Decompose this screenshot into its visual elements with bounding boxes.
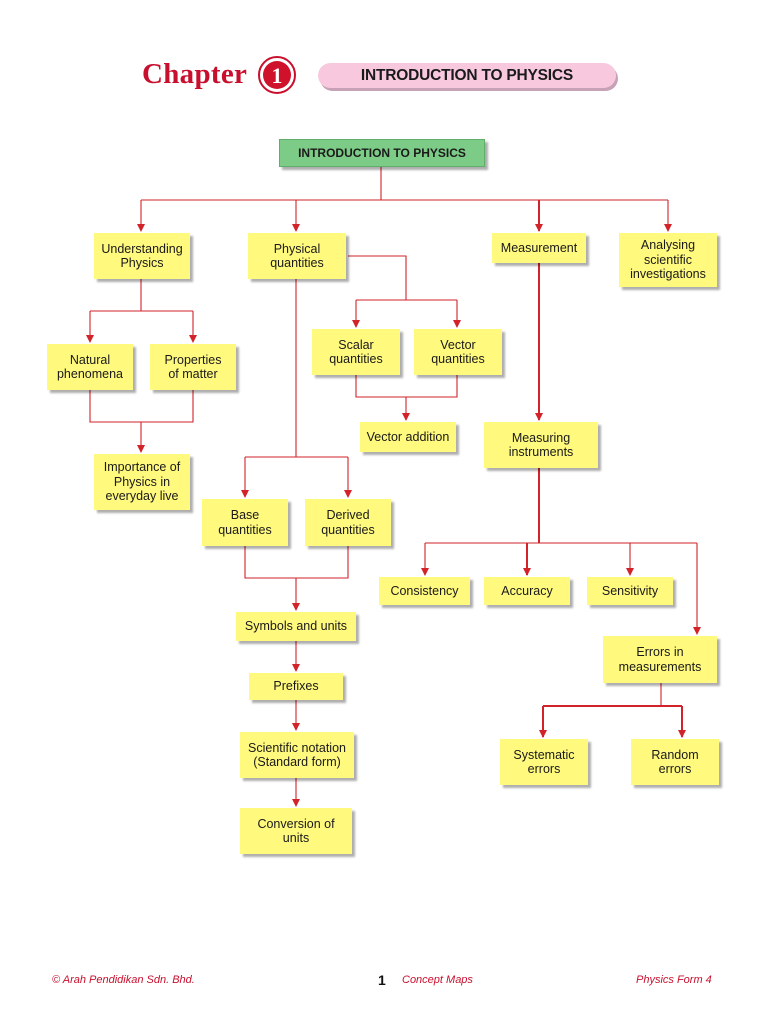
node-vector-quantities: Vector quantities bbox=[414, 329, 502, 375]
footer-book: Physics Form 4 bbox=[636, 974, 712, 986]
node-root: INTRODUCTION TO PHYSICS bbox=[279, 139, 485, 167]
connector-pq-right bbox=[348, 255, 407, 300]
node-understanding-physics: Understanding Physics bbox=[94, 233, 190, 279]
node-random-errors: Random errors bbox=[631, 739, 719, 785]
footer-section: Concept Maps bbox=[402, 974, 473, 986]
chapter-label: Chapter bbox=[142, 58, 248, 90]
chapter-number: 1 bbox=[263, 61, 291, 89]
node-prefixes: Prefixes bbox=[249, 673, 343, 700]
node-conversion-of-units: Conversion of units bbox=[240, 808, 352, 854]
node-errors-in-measurements: Errors in measurements bbox=[603, 636, 717, 683]
node-symbols-and-units: Symbols and units bbox=[236, 612, 356, 641]
node-natural-phenomena: Natural phenomena bbox=[47, 344, 133, 390]
node-vector-addition: Vector addition bbox=[360, 422, 456, 452]
node-systematic-errors: Systematic errors bbox=[500, 739, 588, 785]
node-analysing-investigations: Analysing scientific investigations bbox=[619, 233, 717, 287]
node-importance-of-physics: Importance of Physics in everyday live bbox=[94, 454, 190, 510]
chapter-number-badge: 1 bbox=[258, 56, 296, 94]
node-sensitivity: Sensitivity bbox=[587, 577, 673, 605]
node-base-quantities: Base quantities bbox=[202, 499, 288, 546]
node-accuracy: Accuracy bbox=[484, 577, 570, 605]
connector-sv-merge bbox=[355, 375, 458, 398]
footer-page-number: 1 bbox=[378, 972, 386, 988]
node-physical-quantities: Physical quantities bbox=[248, 233, 346, 279]
node-scientific-notation: Scientific notation (Standard form) bbox=[240, 732, 354, 778]
node-measuring-instruments: Measuring instruments bbox=[484, 422, 598, 468]
node-measurement: Measurement bbox=[492, 233, 586, 263]
node-consistency: Consistency bbox=[379, 577, 470, 605]
node-derived-quantities: Derived quantities bbox=[305, 499, 391, 546]
footer-copyright: © Arah Pendidikan Sdn. Bhd. bbox=[52, 974, 195, 986]
connector-merge-importance bbox=[89, 390, 194, 423]
connector-bd-merge bbox=[244, 546, 349, 579]
node-properties-of-matter: Properties of matter bbox=[150, 344, 236, 390]
chapter-title: INTRODUCTION TO PHYSICS bbox=[318, 63, 616, 88]
node-scalar-quantities: Scalar quantities bbox=[312, 329, 400, 375]
